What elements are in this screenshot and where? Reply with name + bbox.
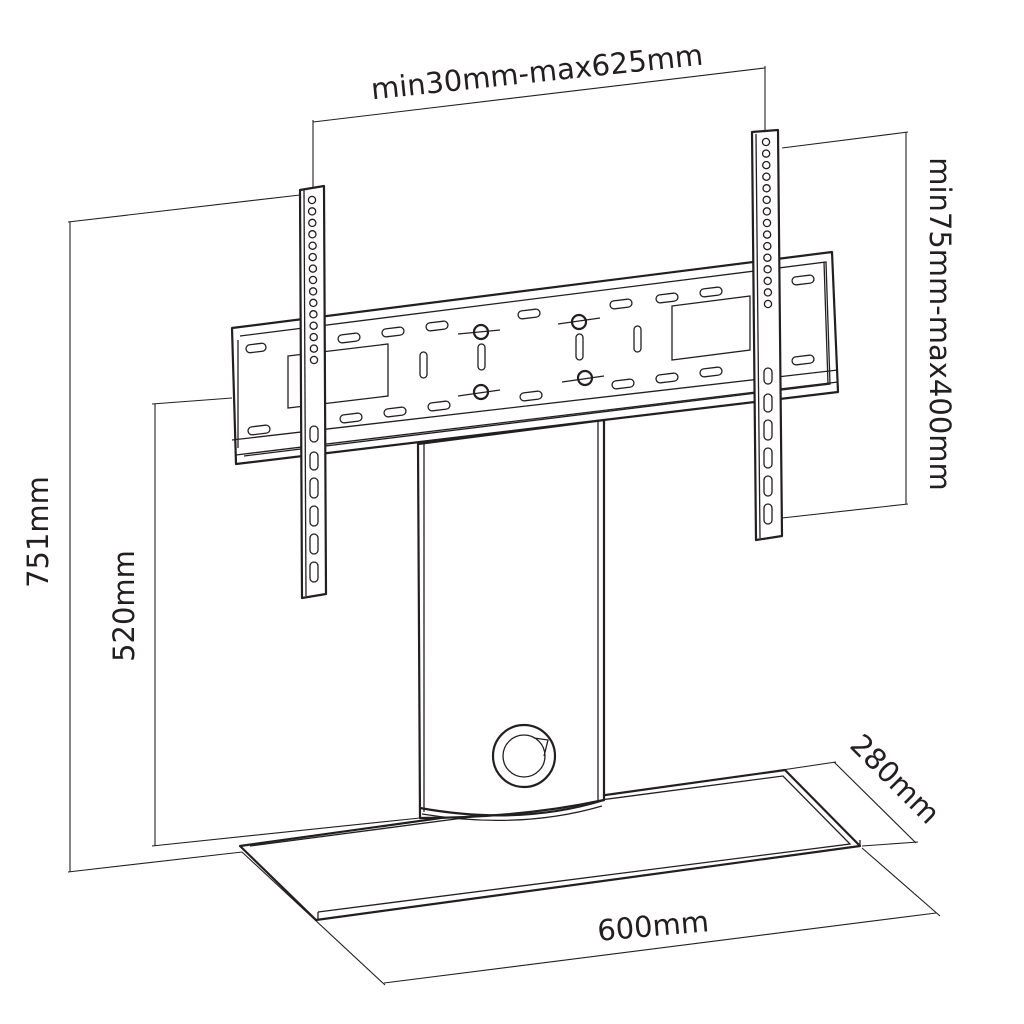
bracket-hole [762,172,771,181]
bracket-hole [308,218,317,228]
dim-right-top-extension [781,131,909,149]
bracket-hole [763,241,772,251]
dim-751-bottom-extension [67,851,243,873]
bracket-hole [307,195,317,205]
dim-label-base-width: 600mm [596,904,710,948]
dim-600-line [383,912,937,984]
right-bracket-slots [763,367,773,525]
bracket-hole [762,184,771,193]
bracket-hole [762,160,771,170]
bracket-hole [308,252,317,262]
dim-label-column-height: 520mm [107,550,141,662]
bracket-hole [762,230,772,239]
right-bracket [750,128,784,542]
bracket-hole [309,344,319,353]
bracket-hole [308,241,317,250]
dim-right-bottom-extension [781,503,909,519]
right-bracket-holes [761,137,773,309]
bracket-hole [763,265,772,274]
left-bracket-holes [307,195,319,365]
bracket-hole [308,264,318,273]
bracket-hole [762,207,772,216]
dim-280-top-extension [781,761,837,771]
dim-751-top-extension [67,194,301,223]
dim-label-base-depth: 280mm [844,727,947,830]
bracket-hole [762,195,771,205]
bracket-hole [763,288,773,297]
bracket-hole [308,287,318,296]
bracket-hole [761,137,771,147]
bracket-hole [309,321,318,330]
bracket-hole [763,276,772,286]
dim-600-right-extension [861,847,941,917]
bracket-hole [309,310,318,319]
mounting-plate [230,250,840,466]
bracket-hole [309,298,318,308]
left-bracket [298,184,328,600]
dim-label-top-width: min30mm-max625mm [369,38,704,107]
bracket-hole [309,332,318,342]
dim-520-bottom-extension [151,817,421,847]
cable-hole-icon [491,723,557,789]
dim-top-line [312,67,766,123]
bracket-hole [761,149,771,158]
dim-280-bottom-extension [861,841,919,847]
bracket-hole [763,299,773,309]
left-bracket-slots [309,425,319,583]
bracket-hole [308,275,318,285]
bolt-icon [457,313,605,401]
bracket-hole [308,230,317,239]
bracket-hole [309,355,319,365]
dim-520-top-extension [151,397,233,405]
dim-label-total-height: 751mm [21,476,55,588]
bracket-hole [307,207,317,216]
column [416,418,606,822]
bracket-hole [762,218,772,228]
dim-280-line [833,761,917,844]
bracket-hole [763,253,772,262]
plate-slots [245,274,815,436]
dim-label-right-height: min75mm-max400mm [923,157,957,491]
